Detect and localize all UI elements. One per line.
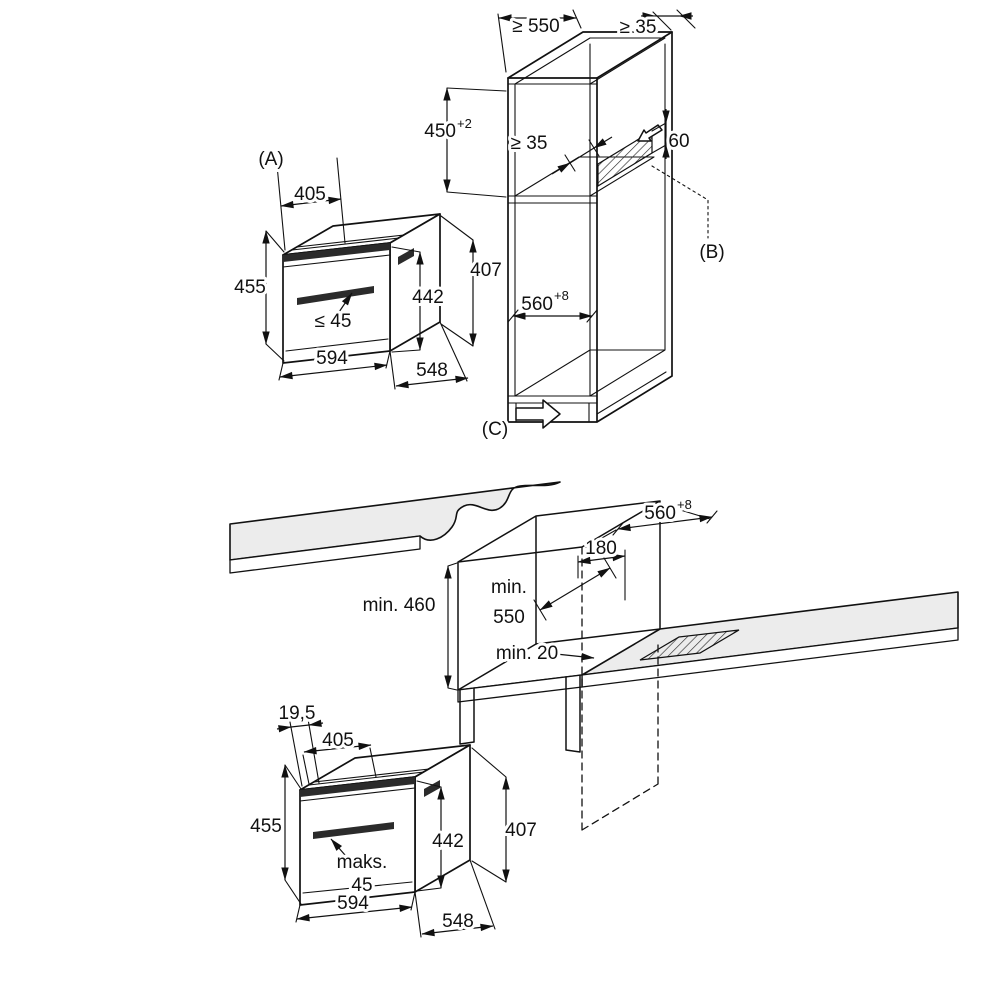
dim-label-niche-height-tol: +2 [457, 116, 472, 131]
dim-label-height-left-b: 455 [250, 816, 282, 837]
dim-label-depth-a: 548 [416, 360, 448, 381]
label-a: (A) [258, 149, 283, 170]
niche-legs [459, 674, 581, 753]
oven-a-handle-groove [297, 286, 374, 305]
oven-a-side-grip-notch [398, 248, 414, 265]
tall-unit-outline [507, 31, 673, 423]
oven-b-handle-groove [313, 822, 394, 839]
oven-b-control-band [300, 777, 415, 797]
dim-label-inner-height-a: 442 [412, 287, 444, 308]
dim-label-handle-1: maks. [337, 852, 388, 873]
dim-line-405 [280, 196, 342, 209]
oven-b-detail-lines [299, 768, 430, 894]
label-c: (C) [482, 419, 508, 440]
tall-unit-interior-lines [507, 37, 667, 423]
dim-line-594 [279, 362, 388, 380]
dim-label-handle-2: 45 [351, 875, 372, 896]
dim-label-top-width-a: 405 [294, 184, 326, 205]
oven-b-side-grip-notch [424, 780, 440, 797]
dim-label-depth-min: ≥ 550 [512, 16, 559, 37]
vent-gap-arrow-right [593, 136, 613, 149]
side-gap-leader-arrow [555, 653, 595, 661]
dim-label-front-width-a: 594 [316, 348, 348, 369]
top-offset-arrow-right [308, 719, 324, 727]
dim-line-depth-min-worktop [539, 567, 611, 611]
dim-label-height-left-a: 455 [234, 277, 266, 298]
dim-line-548 [395, 375, 469, 389]
tall-unit-diagram: ≥ 550 ≥ 35 450 +2 ≥ 35 60 (B) 560 +8 (C) [421, 9, 728, 443]
dim-label-niche-width-worktop: 560 [644, 503, 676, 524]
dim-label-niche-width-tall: 560 [521, 294, 553, 315]
top-offset-arrow-left [276, 725, 292, 733]
dim-label-side-gap: min. 20 [496, 643, 558, 664]
dim-label-height-right-a: 407 [470, 260, 502, 281]
undercounter-diagram: 560 +8 180 min. 550 min. 460 min. 20 [229, 481, 959, 831]
dim-label-depth-min-1: min. [491, 577, 527, 598]
dim-line-vent-gap [569, 147, 595, 164]
dim-label-vent-gap: ≥ 35 [511, 133, 548, 154]
worktop-surface [229, 481, 561, 561]
oven-a-detail-lines [282, 234, 405, 352]
dim-label-rear-gap: ≥ 35 [620, 17, 657, 38]
insert-arrow-icon [515, 399, 561, 429]
dim-label-top-width-b: 405 [322, 730, 354, 751]
dim-line-548-b [421, 923, 494, 937]
worktop-front-edge [229, 535, 421, 574]
dim-label-depth-b: 548 [442, 911, 474, 932]
dim-label-height-worktop: min. 460 [363, 595, 436, 616]
dim-label-niche-height: 450 [424, 121, 456, 142]
dim-label-handle-clearance-a: ≤ 45 [315, 311, 352, 332]
dim-line-405-b [303, 742, 372, 755]
dim-label-height-right-b: 407 [505, 820, 537, 841]
dim-label-vent-offset: 180 [585, 538, 617, 559]
dim-label-inner-height-b: 442 [432, 831, 464, 852]
dim-label-niche-width-worktop-tol: +8 [677, 497, 692, 512]
oven-isometric-b: 19,5 405 455 442 407 maks. 45 594 548 [247, 700, 540, 938]
label-b: (B) [699, 242, 724, 263]
dim-label-top-offset: 19,5 [279, 703, 316, 724]
dim-label-front-width-b: 594 [337, 893, 369, 914]
dim-line-vent-offset [577, 553, 626, 565]
adjacent-panel-dashed-lines [581, 546, 659, 831]
vent-hatch-floor [639, 629, 740, 661]
dim-line-top-offset [290, 724, 310, 728]
oven-isometric-a: (A) 405 455 442 407 ≤ 45 594 548 [231, 146, 505, 390]
dim-label-niche-width-tall-tol: +8 [554, 288, 569, 303]
handle-leader-arrow-b [330, 838, 346, 856]
dim-label-depth-min-2: 550 [493, 607, 525, 628]
vent-leader-dotted [651, 165, 709, 239]
handle-leader-arrow [338, 292, 353, 313]
dim-label-vent-depth: 60 [668, 131, 689, 152]
dim-line-594-b [296, 904, 413, 922]
dim-line-niche-width-worktop [617, 514, 713, 532]
oven-a-control-band [283, 243, 390, 262]
vent-gap-arrow-left [551, 162, 571, 175]
niche-floor-front-face [457, 674, 583, 703]
